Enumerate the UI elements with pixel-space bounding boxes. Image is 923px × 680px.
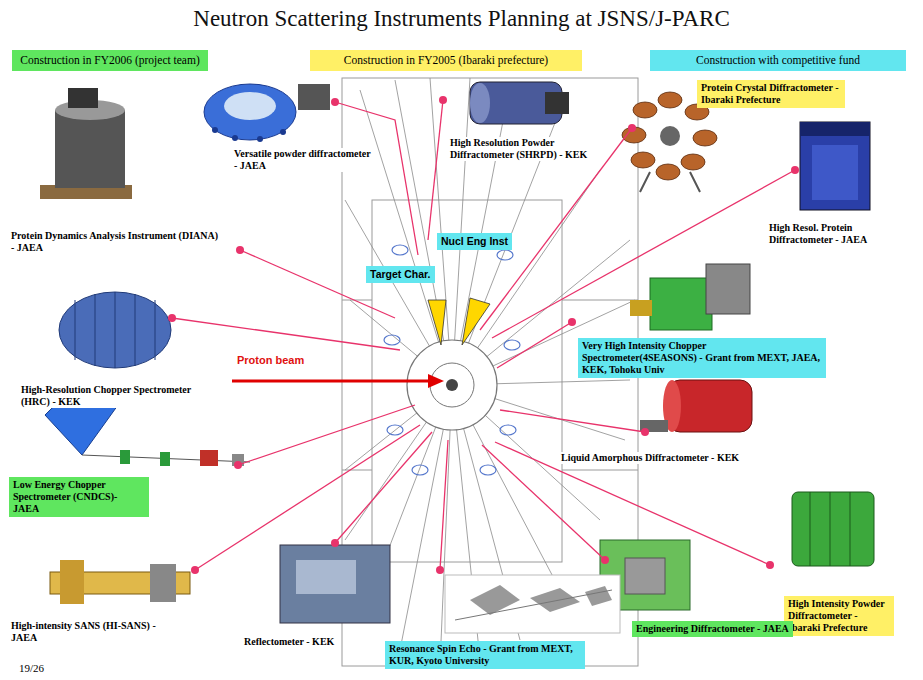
box-text: Very High Intensity Chopper Spectrometer… xyxy=(582,340,822,376)
instrument-label: Protein Dynamics Analysis Instrument (DI… xyxy=(10,230,224,254)
instrument-box: Target Char. xyxy=(366,266,435,283)
instrument-label: High-Resolution Chopper Spectrometer (HR… xyxy=(20,384,218,408)
category-band: Construction in FY2005 (Ibaraki prefectu… xyxy=(310,50,582,71)
beam-label: Proton beam xyxy=(236,354,305,367)
instrument-box: Resonance Spin Echo - Grant from MEXT, K… xyxy=(385,641,585,669)
instrument-label: High Resol. Protein Diffractometer - JAE… xyxy=(768,222,870,246)
instrument-box: Low Energy Chopper Spectrometer (CNDCS)-… xyxy=(9,477,149,517)
page-number: 19/26 xyxy=(18,662,45,675)
box-text: Construction in FY2005 (Ibaraki prefectu… xyxy=(315,53,577,68)
instrument-box: High Intensity Powder Diffractometer - I… xyxy=(784,596,894,636)
instrument-label: High-intensity SANS (HI-SANS) - JAEA xyxy=(10,620,162,644)
instrument-label: High Resolution Powder Diffractometer (S… xyxy=(449,137,593,161)
category-band: Construction with competitive fund xyxy=(650,50,906,71)
box-text: Construction with competitive fund xyxy=(655,53,901,68)
box-text: Construction in FY2006 (project team) xyxy=(17,53,203,68)
instrument-box: Protein Crystal Diffractometer - Ibaraki… xyxy=(697,80,845,108)
box-text: Resonance Spin Echo - Grant from MEXT, K… xyxy=(389,643,581,667)
instrument-label: Versatile powder diffractometer - JAEA xyxy=(233,148,373,172)
box-text: Protein Crystal Diffractometer - Ibaraki… xyxy=(701,82,841,106)
instrument-label: Reflectometer - KEK xyxy=(243,636,335,648)
box-text: Target Char. xyxy=(370,268,431,281)
instrument-box: Very High Intensity Chopper Spectrometer… xyxy=(578,338,826,378)
category-band: Construction in FY2006 (project team) xyxy=(12,50,208,71)
box-text: Low Energy Chopper Spectrometer (CNDCS)-… xyxy=(13,479,145,515)
instrument-label: Liquid Amorphous Diffractometer - KEK xyxy=(560,452,740,464)
box-text: Engineering Diffractometer - JAEA xyxy=(636,623,789,635)
instrument-box: Engineering Diffractometer - JAEA xyxy=(632,621,793,637)
box-text: High Intensity Powder Diffractometer - I… xyxy=(788,598,890,634)
box-text: Nucl Eng Inst xyxy=(441,235,508,248)
instrument-box: Nucl Eng Inst xyxy=(437,233,512,250)
diagram-title: Neutron Scattering Instruments Planning … xyxy=(0,5,923,33)
